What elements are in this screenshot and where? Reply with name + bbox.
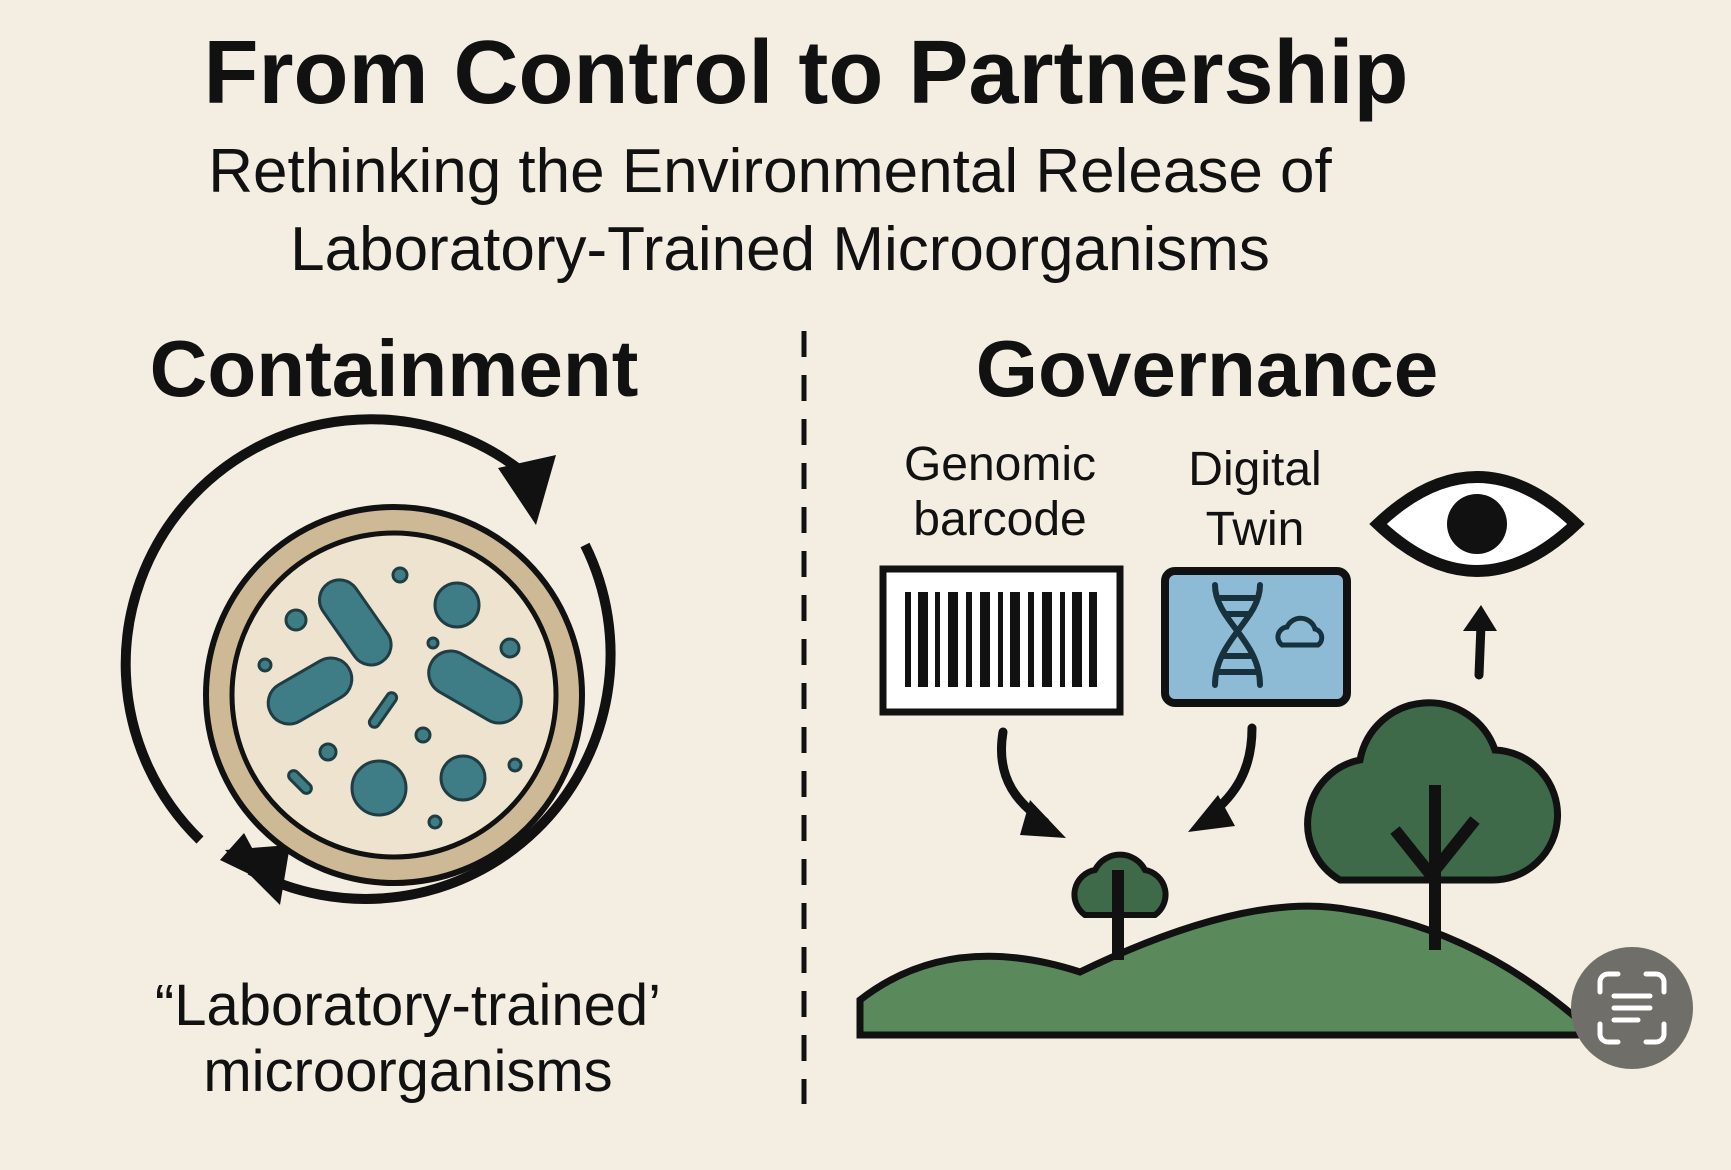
flow-arrows [997, 723, 1257, 838]
page-title: From Control to Partnership [203, 23, 1408, 123]
scan-text-button[interactable] [1571, 947, 1693, 1069]
tree-icon [1071, 851, 1169, 960]
caption-line-1: “Laboratory-trained’ [155, 973, 661, 1038]
tree-icon [1304, 699, 1562, 950]
landscape [856, 699, 1594, 1039]
barcode-label-line-2: barcode [913, 493, 1086, 546]
cycle-arrows-icon [120, 414, 616, 905]
subtitle-line-1: Rethinking the Environmental Release of [208, 137, 1332, 206]
governance-heading: Governance [976, 324, 1438, 413]
dna-icon [1212, 582, 1263, 688]
caption-line-2: microorganisms [203, 1039, 612, 1104]
containment-heading: Containment [150, 324, 639, 413]
digital-twin-icon [1161, 567, 1351, 707]
eye-icon [1369, 471, 1585, 577]
barcode-label-line-1: Genomic [904, 438, 1096, 491]
twin-label-line-1: Digital [1188, 443, 1321, 496]
scan-text-icon [1597, 971, 1667, 1045]
subtitle-line-2: Laboratory-Trained Microorganisms [290, 215, 1270, 284]
cloud-icon [1275, 615, 1325, 648]
barcode-icon [879, 565, 1124, 716]
twin-label-line-2: Twin [1206, 503, 1305, 556]
arrow-up-icon [1463, 605, 1497, 680]
petri-dish-icon [203, 504, 585, 886]
